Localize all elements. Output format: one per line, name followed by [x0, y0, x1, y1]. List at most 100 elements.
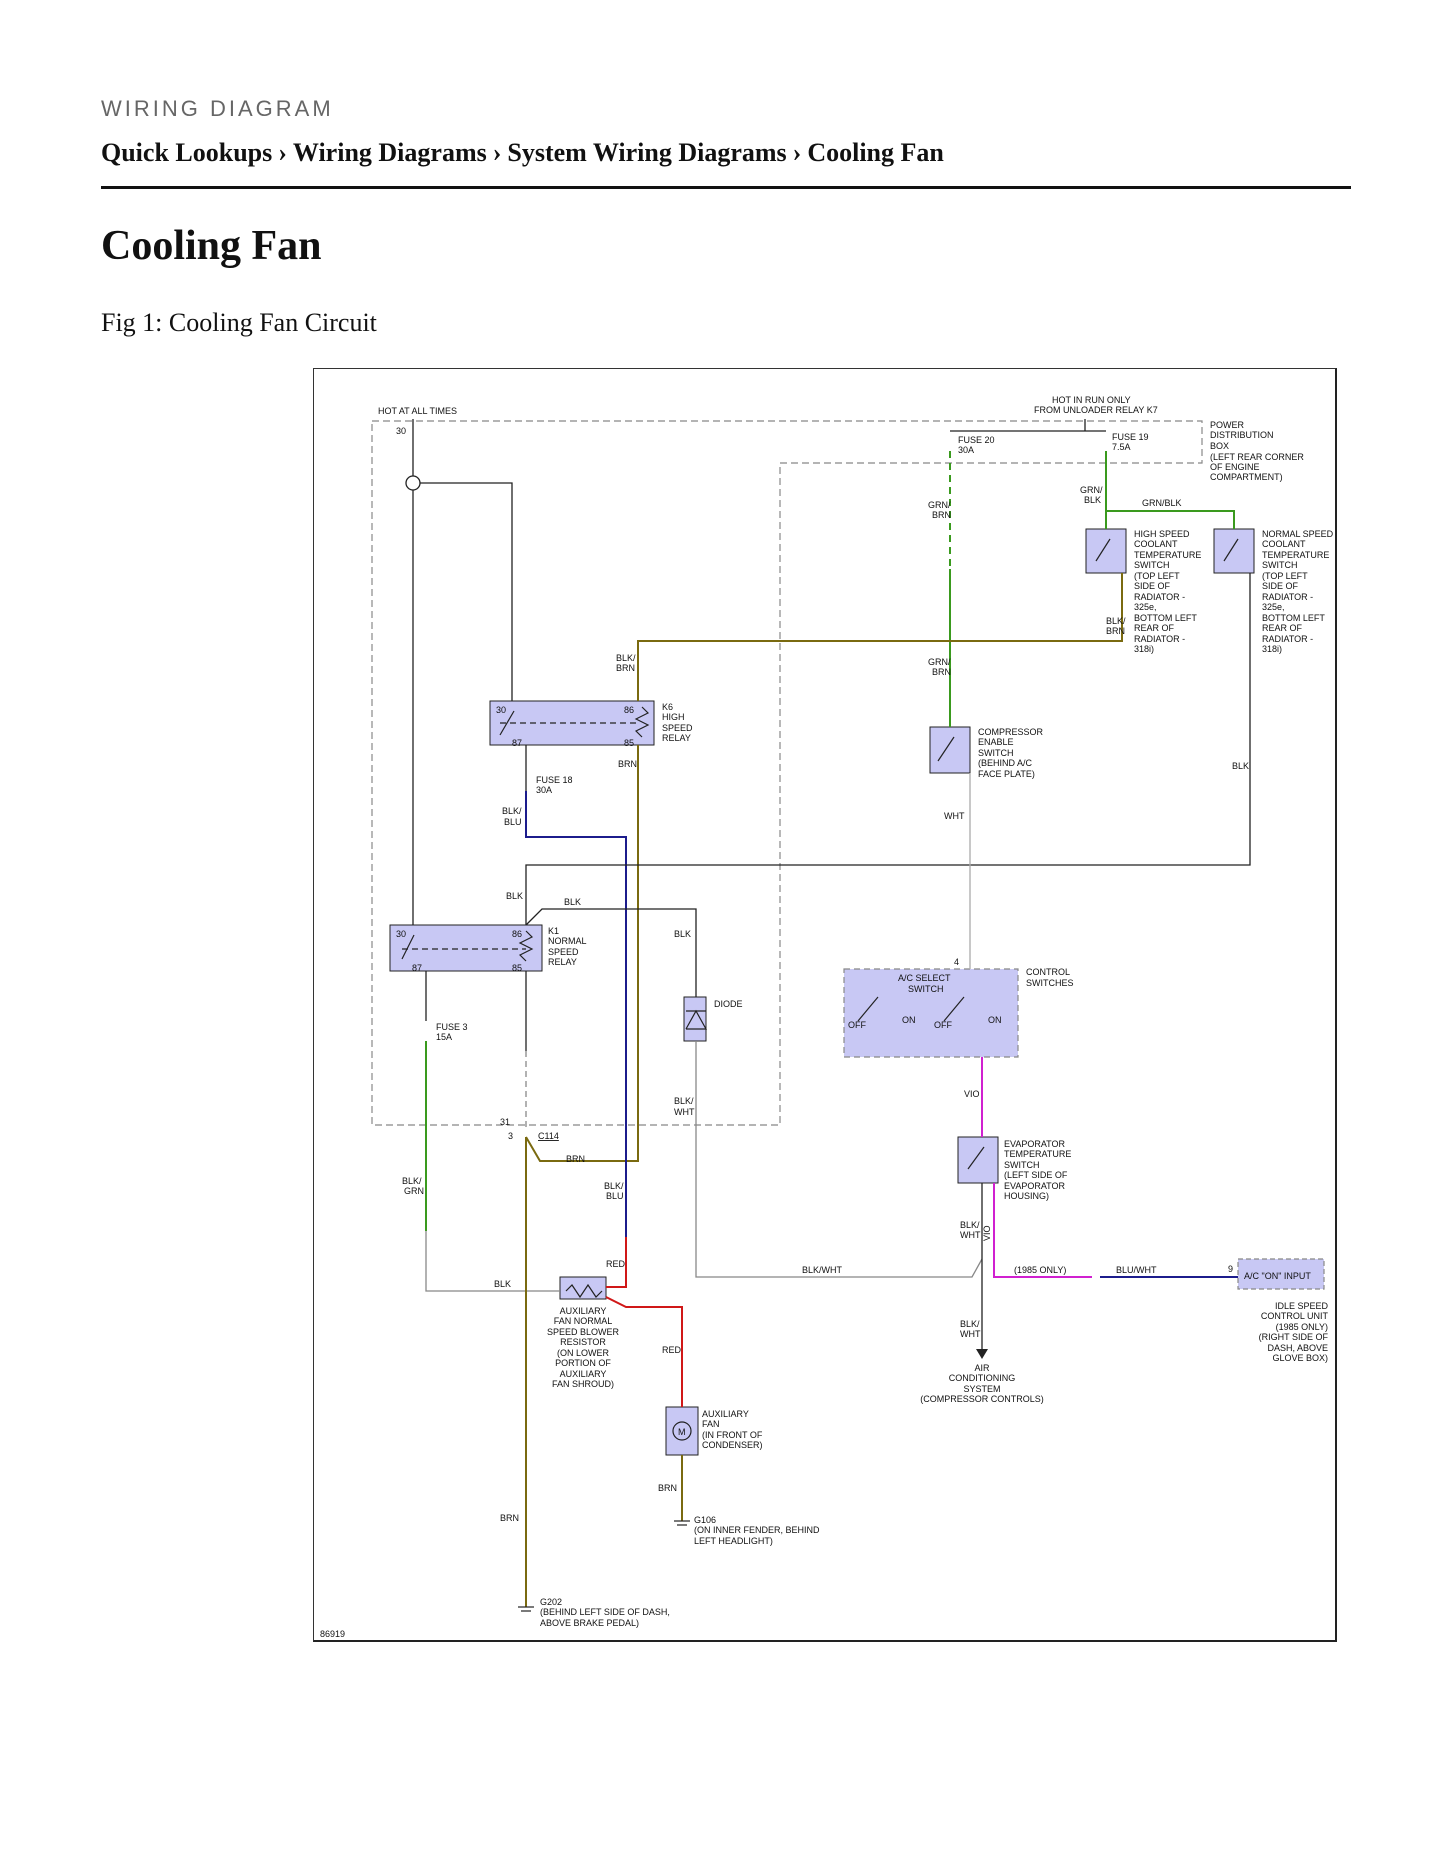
label-on-1: ON — [902, 1015, 916, 1025]
label-compressor-4: FACE PLATE) — [978, 769, 1035, 779]
label-hs-9: REAR OF — [1134, 623, 1175, 633]
label-aux-fan-0: AUXILIARY — [702, 1409, 749, 1419]
label-g106-0: G106 — [694, 1515, 716, 1525]
breadcrumb-separator: › — [278, 138, 287, 167]
k1-relay-box — [389, 924, 543, 972]
label-hs-2: TEMPERATURE — [1134, 550, 1201, 560]
label-grn-blk-a-0: GRN/ — [1080, 485, 1103, 495]
label-pin4: 4 — [954, 957, 959, 967]
ground-symbols — [518, 1520, 690, 1612]
label-evap-3: (LEFT SIDE OF — [1004, 1170, 1068, 1180]
wire-k6-30 — [413, 482, 513, 701]
label-grn-blk-b: GRN/BLK — [1142, 498, 1182, 508]
breadcrumb-separator: › — [492, 138, 502, 167]
label-idle-5: GLOVE BOX) — [1272, 1353, 1328, 1363]
label-k6-pin30: 30 — [496, 705, 506, 715]
label-blk-blu-a-0: BLK/ — [502, 806, 522, 816]
label-brn-main: BRN — [500, 1513, 519, 1523]
label-ac-select-0: A/C SELECT — [898, 973, 951, 983]
label-fig-id: 86919 — [320, 1629, 345, 1639]
wiring-diagram: HOT AT ALL TIMES 30 HOT IN RUN ONLY FROM… — [320, 395, 1334, 1639]
k6-contact — [499, 710, 515, 736]
label-k1-3: RELAY — [548, 957, 577, 967]
label-blk-k1-left: BLK — [506, 891, 523, 901]
label-ns-2: TEMPERATURE — [1262, 550, 1329, 560]
label-hs-1: COOLANT — [1134, 539, 1178, 549]
label-k1-pin30: 30 — [396, 929, 406, 939]
label-evap-1: TEMPERATURE — [1004, 1149, 1071, 1159]
label-fuse19-1: 7.5A — [1112, 442, 1131, 452]
label-pin31: 31 — [500, 1117, 510, 1127]
motor-circle — [672, 1421, 692, 1441]
label-vio-a: VIO — [964, 1089, 980, 1099]
breadcrumb-wiring-diagrams[interactable]: Wiring Diagrams — [292, 138, 487, 167]
label-g106-2: LEFT HEADLIGHT) — [694, 1536, 773, 1546]
label-g202-2: ABOVE BRAKE PEDAL) — [540, 1618, 639, 1628]
label-k1-0: K1 — [548, 926, 559, 936]
label-compressor-0: COMPRESSOR — [978, 727, 1044, 737]
label-blu-wht: BLU/WHT — [1116, 1265, 1157, 1275]
diode-triangle — [685, 1009, 708, 1030]
label-blk-diode: BLK — [674, 929, 691, 939]
label-blk-brn-a-1: BRN — [1106, 626, 1125, 636]
label-resistor-2: SPEED BLOWER — [547, 1327, 620, 1337]
label-fuse18-1: 30A — [536, 785, 552, 795]
splice — [405, 475, 421, 491]
diagram-labels: HOT AT ALL TIMES 30 HOT IN RUN ONLY FROM… — [320, 395, 1334, 1639]
aux-fan-box — [665, 1406, 699, 1456]
label-1985-only: (1985 ONLY) — [1014, 1265, 1066, 1275]
label-evap-0: EVAPORATOR — [1004, 1139, 1066, 1149]
label-blk-grn-0: BLK/ — [402, 1176, 422, 1186]
label-blk-brn-b-0: BLK/ — [616, 653, 636, 663]
label-blk-right: BLK — [1232, 761, 1249, 771]
label-evap-4: EVAPORATOR — [1004, 1181, 1066, 1191]
label-hs-0: HIGH SPEED — [1134, 529, 1190, 539]
label-fuse3-1: 15A — [436, 1032, 452, 1042]
wire-brn-k6 — [525, 745, 639, 1162]
label-k1-pin85: 85 — [512, 963, 522, 973]
label-blk-wht-b-0: BLK/ — [960, 1220, 980, 1230]
label-ns-3: SWITCH — [1262, 560, 1298, 570]
breadcrumb-cooling-fan: Cooling Fan — [807, 138, 944, 167]
label-off-1: OFF — [848, 1020, 866, 1030]
label-hs-6: RADIATOR - — [1134, 592, 1185, 602]
label-k6-0: K6 — [662, 702, 673, 712]
label-fuse20-1: 30A — [958, 445, 974, 455]
label-ac-system-0: AIR — [974, 1363, 990, 1373]
label-pin3: 3 — [508, 1131, 513, 1141]
label-aux-fan-2: (IN FRONT OF — [702, 1430, 763, 1440]
label-fuse20-0: FUSE 20 — [958, 435, 995, 445]
label-off-2: OFF — [934, 1020, 952, 1030]
label-resistor-4: (ON LOWER — [557, 1348, 610, 1358]
breadcrumb-system-wiring-diagrams[interactable]: System Wiring Diagrams — [507, 138, 787, 167]
label-ac-on-input: A/C "ON" INPUT — [1244, 1271, 1311, 1281]
wire-blk-res — [425, 1231, 560, 1292]
label-hs-8: BOTTOM LEFT — [1134, 613, 1197, 623]
label-ns-8: BOTTOM LEFT — [1262, 613, 1325, 623]
wires — [405, 419, 1251, 1607]
label-g202-0: G202 — [540, 1597, 562, 1607]
label-motor: M — [678, 1427, 686, 1437]
label-vio-b: VIO — [982, 1225, 992, 1241]
k1-coil — [518, 930, 534, 962]
wire-blk-wht-h — [695, 1041, 983, 1278]
diode-box — [683, 996, 707, 1042]
label-evap-2: SWITCH — [1004, 1160, 1040, 1170]
label-k1-1: NORMAL — [548, 936, 587, 946]
label-blk-k1-top: BLK — [564, 897, 581, 907]
label-k6-3: RELAY — [662, 733, 691, 743]
label-blk-res: BLK — [494, 1279, 511, 1289]
label-resistor-5: PORTION OF — [555, 1358, 611, 1368]
label-blk-blu-b-0: BLK/ — [604, 1181, 624, 1191]
label-ns-10: RADIATOR - — [1262, 634, 1313, 644]
label-blk-blu-a-1: BLU — [504, 817, 522, 827]
idle-control-box — [1237, 1258, 1325, 1290]
label-blk-brn-a-0: BLK/ — [1106, 616, 1126, 626]
label-blk-wht-c-0: BLK/ — [960, 1319, 980, 1329]
label-g202-1: (BEHIND LEFT SIDE OF DASH, — [540, 1607, 670, 1617]
label-compressor-1: ENABLE — [978, 737, 1014, 747]
label-compressor-3: (BEHIND A/C — [978, 758, 1033, 768]
label-pdb-1: DISTRIBUTION — [1210, 430, 1274, 440]
ac-system-arrow — [976, 1349, 988, 1359]
breadcrumb-quick-lookups[interactable]: Quick Lookups — [101, 138, 273, 167]
